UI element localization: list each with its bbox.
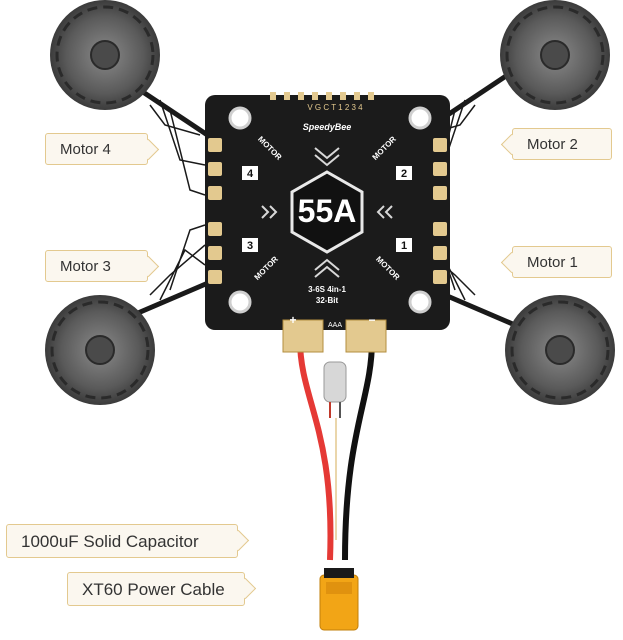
esc-board — [205, 92, 450, 353]
header-pin-labels: V G C T 1 2 3 4 — [307, 103, 363, 112]
motor-top-right — [500, 0, 610, 110]
spec-line-2: 32-Bit — [316, 296, 339, 305]
label-motor-3: Motor 3 — [45, 250, 148, 282]
motor-top-left — [50, 0, 160, 110]
pad-number-2: 2 — [401, 168, 407, 180]
positive-wire — [297, 339, 334, 561]
pad-code: AAA — [328, 322, 342, 329]
spec-line-1: 3-6S 4in-1 — [308, 285, 346, 294]
current-rating: 55A — [298, 193, 357, 229]
label-xt60-power-cable: XT60 Power Cable — [67, 572, 245, 606]
label-motor-2: Motor 2 — [512, 128, 612, 160]
negative-sign: − — [368, 313, 375, 327]
xt60-connector — [319, 568, 359, 631]
label-motor-4: Motor 4 — [45, 133, 148, 165]
pad-number-4: 4 — [247, 168, 254, 180]
label-motor-1: Motor 1 — [512, 246, 612, 278]
motor-bottom-left — [45, 295, 155, 405]
pad-number-markers — [242, 166, 412, 252]
positive-sign: + — [289, 313, 296, 327]
pad-number-1: 1 — [401, 240, 407, 252]
pad-number-3: 3 — [247, 240, 253, 252]
capacitor — [323, 361, 347, 418]
brand-logo-text: SpeedyBee — [303, 122, 352, 132]
motor-bottom-right — [505, 295, 615, 405]
label-capacitor: 1000uF Solid Capacitor — [6, 524, 238, 558]
negative-wire — [342, 339, 375, 561]
